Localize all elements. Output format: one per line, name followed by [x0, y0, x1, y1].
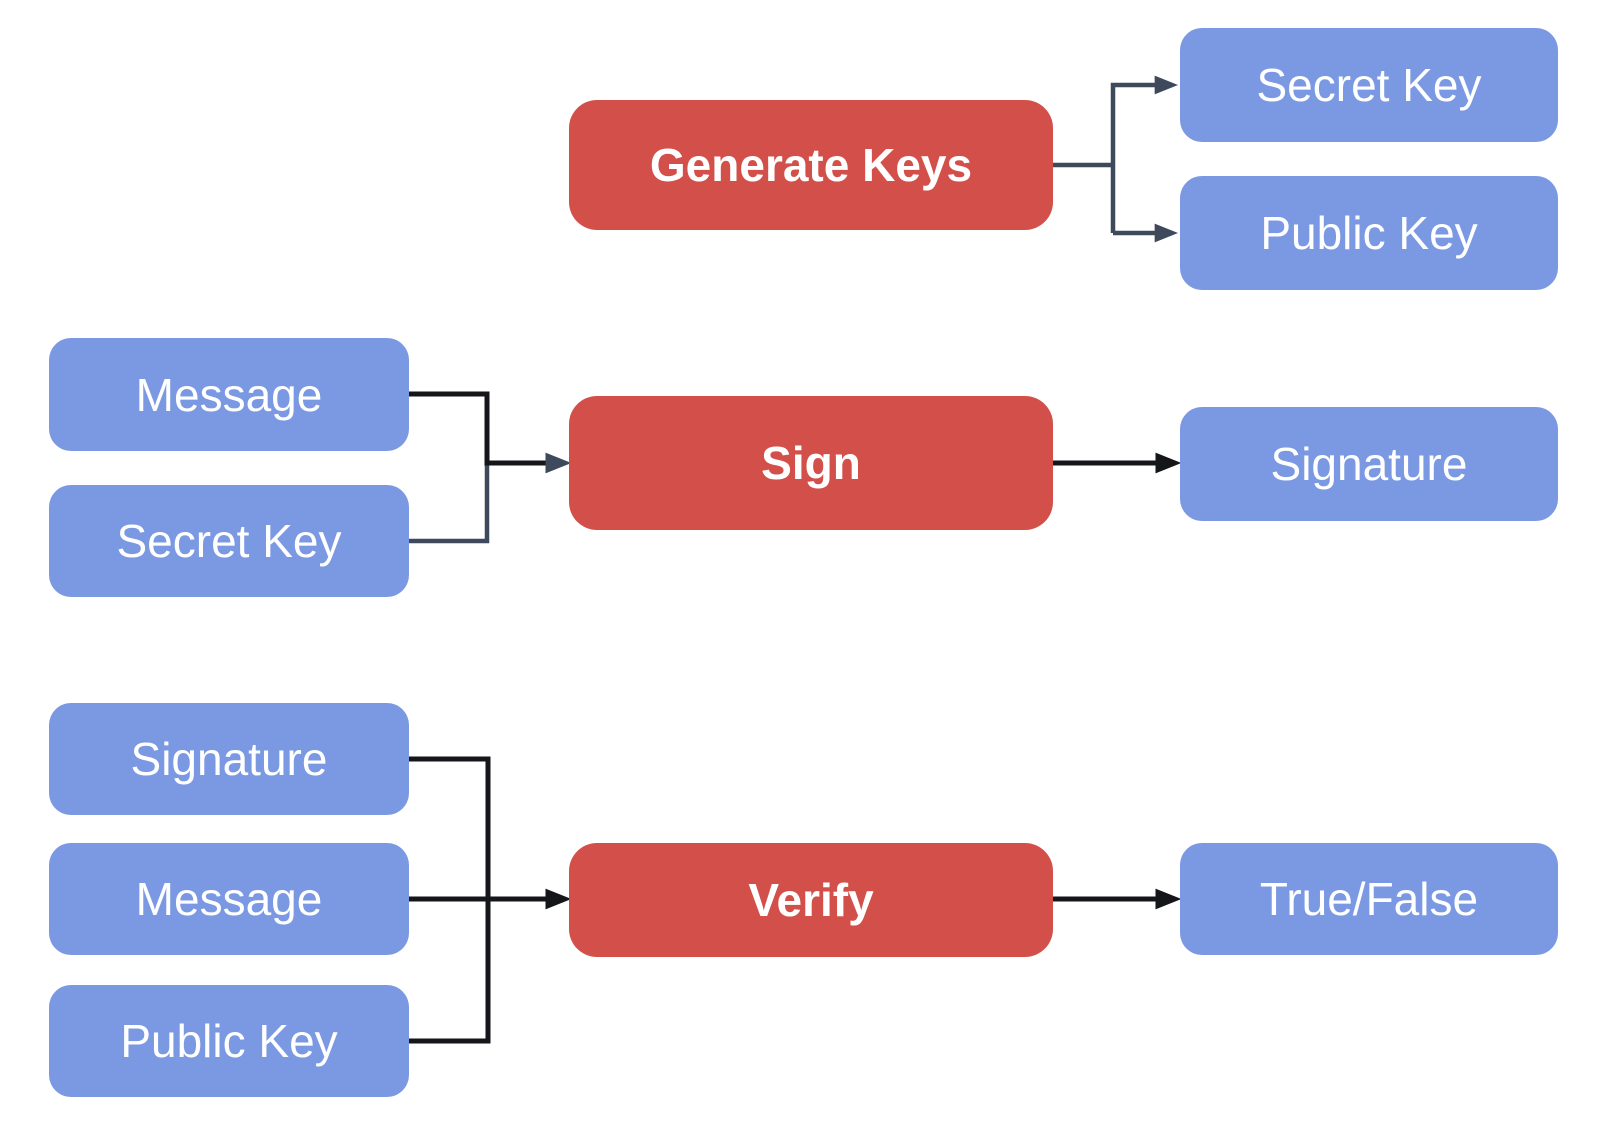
node-label: Generate Keys — [649, 139, 973, 191]
connector-sign-inputs — [409, 391, 572, 544]
node-generate-keys: Generate Keys — [569, 100, 1053, 230]
node-label: Secret Key — [116, 515, 342, 567]
node-sign: Sign — [569, 396, 1053, 530]
node-public-key-verify-input: Public Key — [49, 985, 409, 1097]
node-label: Signature — [1270, 438, 1468, 490]
connector-generate-keys-branch — [1053, 75, 1179, 243]
node-label: Public Key — [1260, 207, 1478, 259]
node-label: Public Key — [120, 1015, 338, 1067]
node-label: Sign — [761, 437, 861, 489]
node-label: Message — [135, 873, 323, 925]
connector-verify-inputs — [409, 756, 572, 1044]
node-message-verify-input: Message — [49, 843, 409, 955]
node-label: Secret Key — [1256, 59, 1482, 111]
node-signature-verify-input: Signature — [49, 703, 409, 815]
node-signature-output: Signature — [1180, 407, 1558, 521]
node-verify: Verify — [569, 843, 1053, 957]
node-label: Message — [135, 368, 323, 421]
node-label: Signature — [130, 733, 328, 785]
node-label: Verify — [748, 874, 874, 926]
node-secret-key-output: Secret Key — [1180, 28, 1558, 142]
node-public-key-output: Public Key — [1180, 176, 1558, 290]
node-message-sign-input: Message — [49, 338, 409, 451]
node-true-false: True/False — [1180, 843, 1558, 955]
node-secret-key-sign-input: Secret Key — [49, 485, 409, 597]
node-label: True/False — [1259, 873, 1479, 925]
